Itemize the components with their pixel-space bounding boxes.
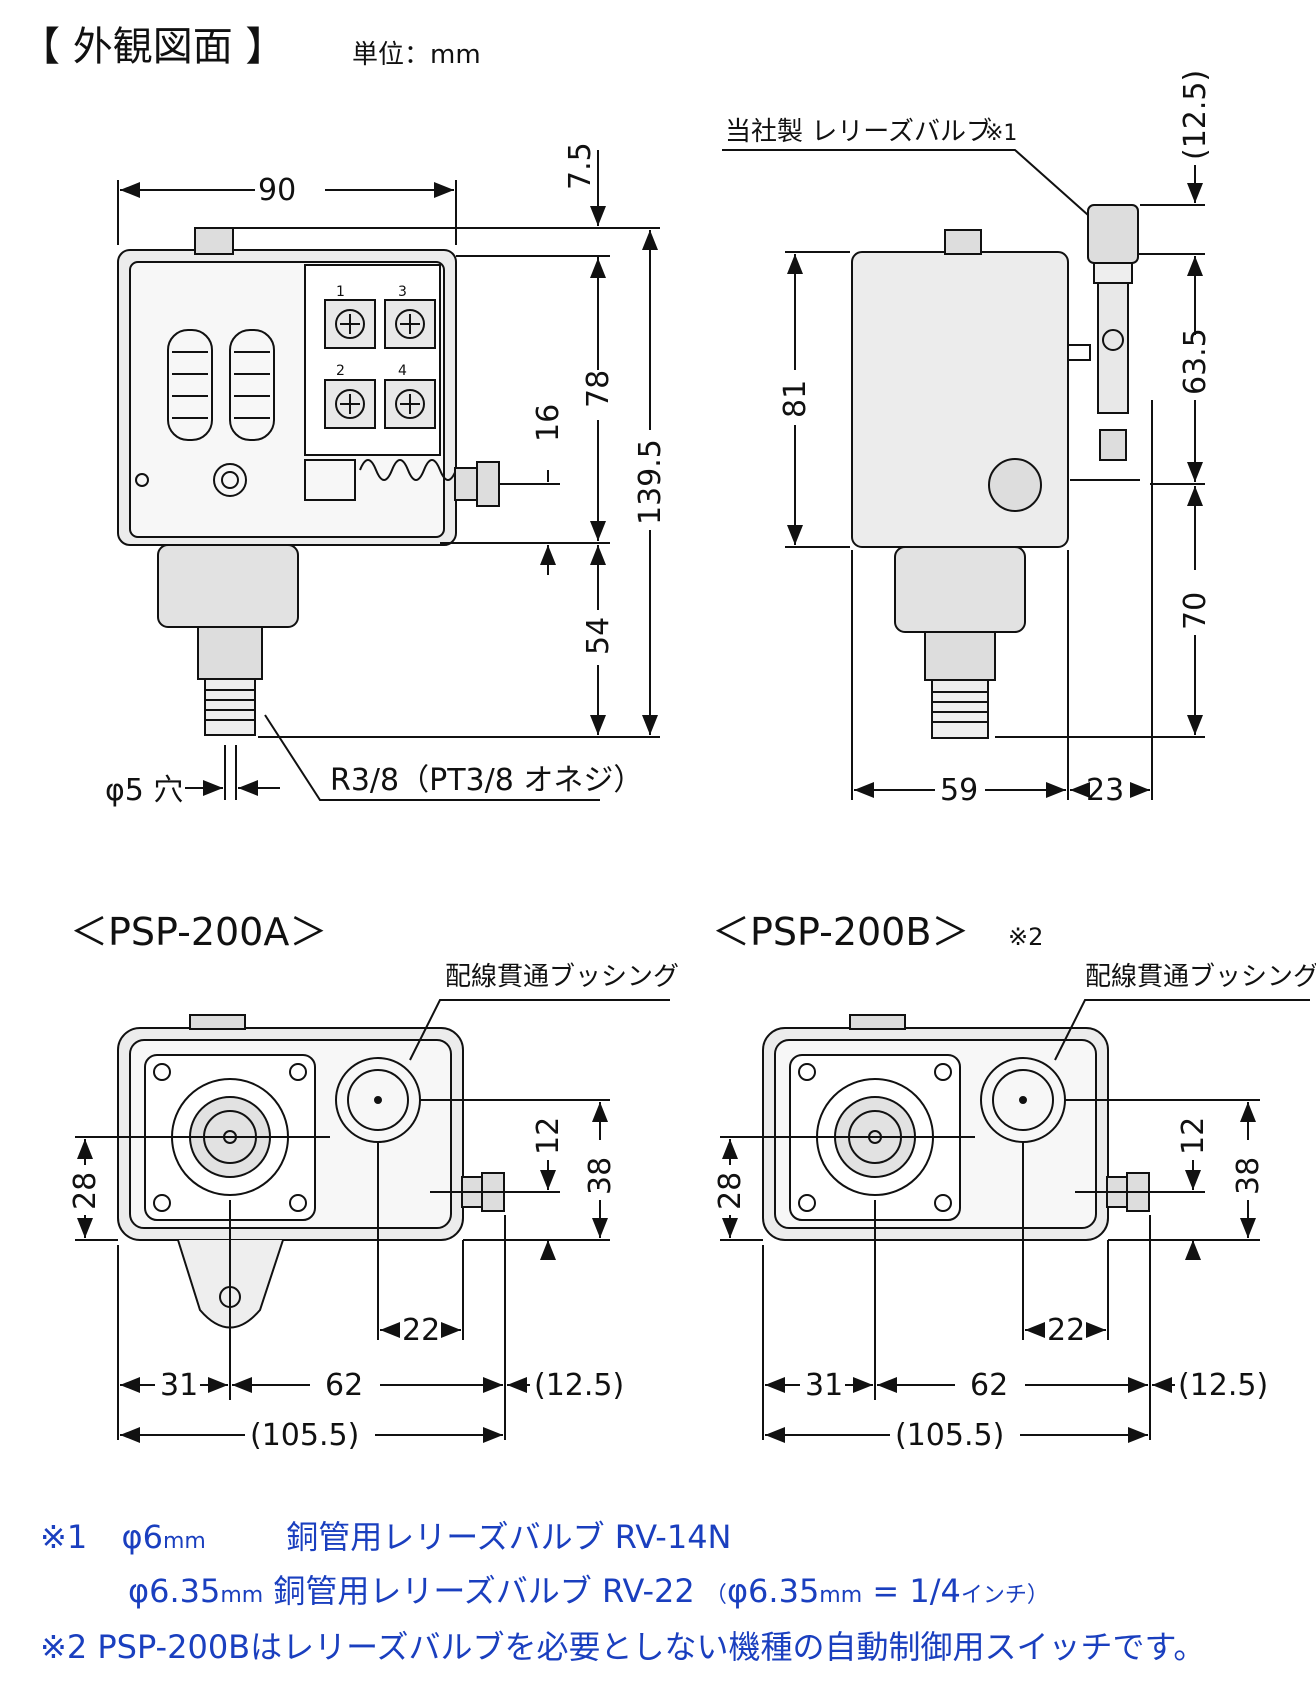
dim-63-5: 63.5 (1178, 328, 1213, 395)
dim-a-31: 31 (160, 1368, 198, 1403)
dim-23: 23 (1086, 773, 1124, 808)
dim-b-12-5: (12.5) (1178, 1368, 1268, 1403)
terminal-1: 1 (336, 284, 345, 300)
dim-b-12: 12 (1176, 1117, 1211, 1155)
bottom-view-a-dimensions (75, 999, 670, 1443)
dim-b-105-5: (105.5) (895, 1418, 1004, 1453)
valve-mark: ※1 (985, 121, 1017, 146)
terminal-2: 2 (336, 363, 345, 379)
dim-b-22: 22 (1047, 1313, 1085, 1348)
dim-a-22: 22 (402, 1313, 440, 1348)
page-title: 【 外観図面 】 (20, 24, 286, 70)
dim-a-38: 38 (583, 1157, 618, 1195)
dim-a-28: 28 (68, 1172, 103, 1210)
bushing-label-b: 配線貫通ブッシング (1085, 962, 1316, 992)
valve-label: 当社製 レリーズバルブ (725, 117, 992, 147)
dim-81: 81 (778, 380, 813, 418)
note-1-line-2: φ6.35mm 銅管用レリーズバルブ RV-22 （φ6.35mm = 1/4イ… (128, 1566, 1049, 1612)
front-view-dimensions (117, 150, 660, 801)
bottom-view-b-device (762, 1014, 1150, 1241)
note-1b-paren-eq: = 1/4 (862, 1572, 961, 1610)
model-b-mark: ※2 (1008, 923, 1043, 951)
bottom-view-a-device (117, 1014, 505, 1329)
note-1a-model: RV-14N (614, 1518, 732, 1556)
note-1b-paren-open: （ (704, 1583, 727, 1608)
note-1b-model: RV-22 (601, 1572, 695, 1610)
dim-a-105-5: (105.5) (250, 1418, 359, 1453)
dim-a-62: 62 (325, 1368, 363, 1403)
side-view-device (851, 204, 1140, 739)
note-2-mark: ※2 (40, 1628, 88, 1666)
dim-body-height: 78 (581, 370, 616, 408)
dim-width-90: 90 (258, 173, 296, 208)
note-1a-text: 銅管用レリーズバルブ (286, 1518, 605, 1556)
dim-total-height: 139.5 (633, 439, 668, 525)
note-1b-unit: mm (220, 1583, 264, 1608)
note-1-line-1: ※1 φ6mm 銅管用レリーズバルブ RV-14N (40, 1512, 731, 1558)
unit-label: 単位：mm (352, 40, 481, 70)
hole-label: φ5 穴 (105, 773, 183, 808)
bushing-label-a: 配線貫通ブッシング (445, 962, 679, 992)
note-1b-paren-unit: mm (819, 1583, 863, 1608)
note-1-mark: ※1 (40, 1518, 88, 1556)
dim-59: 59 (940, 773, 978, 808)
model-b-title: ＜PSP-200B＞ (712, 910, 969, 954)
model-a-title: ＜PSP-200A＞ (70, 910, 327, 954)
dim-top-offset: 7.5 (563, 142, 598, 190)
note-2-text: PSP-200Bはレリーズバルブを必要としない機種の自動制御用スイッチです。 (97, 1628, 1206, 1666)
dim-70: 70 (1178, 592, 1213, 630)
dim-a-12-5: (12.5) (534, 1368, 624, 1403)
dim-bottom-height: 54 (581, 617, 616, 655)
bottom-view-b-dimensions (720, 999, 1310, 1443)
side-view-dimensions (722, 149, 1205, 800)
dim-b-62: 62 (970, 1368, 1008, 1403)
terminal-4: 4 (398, 363, 407, 379)
dim-b-28: 28 (713, 1172, 748, 1210)
note-1a-unit: mm (162, 1529, 206, 1554)
terminal-3: 3 (398, 284, 407, 300)
note-1b-paren-close: ） (1026, 1583, 1049, 1608)
note-1b-paren-inch: インチ (960, 1583, 1027, 1608)
note-2: ※2 PSP-200Bはレリーズバルブを必要としない機種の自動制御用スイッチです… (40, 1622, 1205, 1668)
dim-b-31: 31 (805, 1368, 843, 1403)
note-1b-paren-size: φ6.35 (726, 1572, 820, 1610)
dim-bush-height: 16 (531, 404, 566, 442)
note-1b-text: 銅管用レリーズバルブ (273, 1572, 592, 1610)
dim-valve-top: (12.5) (1178, 70, 1213, 160)
dim-b-38: 38 (1231, 1157, 1266, 1195)
dim-a-12: 12 (531, 1117, 566, 1155)
thread-label: R3/8（PT3/8 オネジ） (330, 763, 643, 798)
note-1a-size: φ6 (121, 1518, 163, 1556)
note-1b-size: φ6.35 (128, 1572, 221, 1610)
front-view-device (117, 227, 500, 736)
